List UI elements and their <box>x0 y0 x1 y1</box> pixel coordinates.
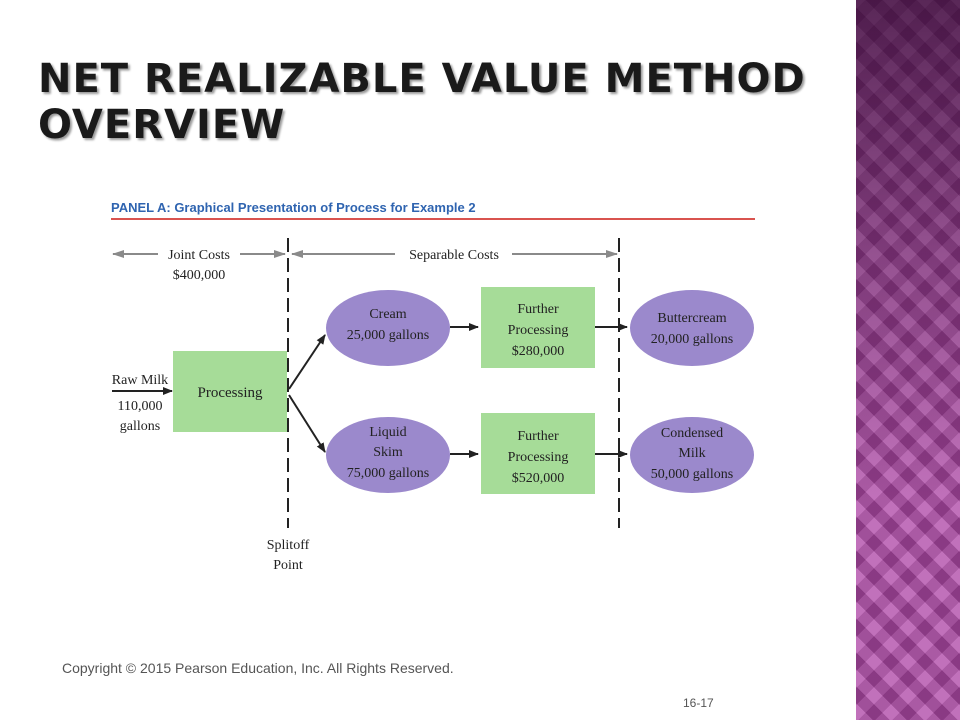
split-arrow-to-cream <box>288 334 326 390</box>
further-processing-top-cost: $280,000 <box>512 344 565 359</box>
cream-quantity: 25,000 gallons <box>347 328 429 343</box>
cream-label: Cream <box>369 307 406 322</box>
condensed-milk-quantity: 50,000 gallons <box>651 467 733 482</box>
further-processing-top-line-1: Further <box>517 302 559 317</box>
liquid-skim-label-1: Liquid <box>369 425 406 440</box>
joint-costs-label: Joint Costs <box>168 248 230 263</box>
copyright-notice: Copyright © 2015 Pearson Education, Inc.… <box>62 660 454 676</box>
separable-costs-label: Separable Costs <box>409 248 499 263</box>
liquid-skim-label-2: Skim <box>373 445 403 460</box>
further-processing-bottom-line-2: Processing <box>508 450 569 465</box>
buttercream-ellipse <box>630 290 754 366</box>
splitoff-label-2: Point <box>273 558 303 573</box>
slide-title-line-2: Overview <box>38 102 286 148</box>
joint-costs-amount: $400,000 <box>173 268 226 283</box>
page-number: 16-17 <box>683 696 714 710</box>
further-processing-bottom-box <box>481 413 595 494</box>
buttercream-label: Buttercream <box>657 311 726 326</box>
slide-title: Net Realizable Value Method Overview <box>38 56 838 148</box>
liquid-skim-quantity: 75,000 gallons <box>347 466 429 481</box>
processing-box <box>173 351 287 432</box>
further-processing-bottom-cost: $520,000 <box>512 471 565 486</box>
further-processing-top-line-2: Processing <box>508 323 569 338</box>
buttercream-quantity: 20,000 gallons <box>651 332 733 347</box>
condensed-milk-label-1: Condensed <box>661 426 723 441</box>
cream-ellipse <box>326 290 450 366</box>
slide-title-line-1: Net Realizable Value Method <box>38 56 806 102</box>
decorative-side-band <box>856 0 960 720</box>
condensed-milk-ellipse <box>630 417 754 493</box>
further-processing-top-box <box>481 287 595 368</box>
condensed-milk-label-2: Milk <box>678 446 705 461</box>
processing-label: Processing <box>198 385 263 401</box>
raw-milk-unit: gallons <box>120 419 160 434</box>
further-processing-bottom-line-1: Further <box>517 429 559 444</box>
panel-title: PANEL A: Graphical Presentation of Proce… <box>111 200 476 215</box>
liquid-skim-ellipse <box>326 417 450 493</box>
raw-milk-label: Raw Milk <box>112 373 168 388</box>
splitoff-label-1: Splitoff <box>267 538 310 553</box>
split-arrow-to-liquid-skim <box>288 394 326 453</box>
raw-milk-quantity: 110,000 <box>118 399 163 414</box>
